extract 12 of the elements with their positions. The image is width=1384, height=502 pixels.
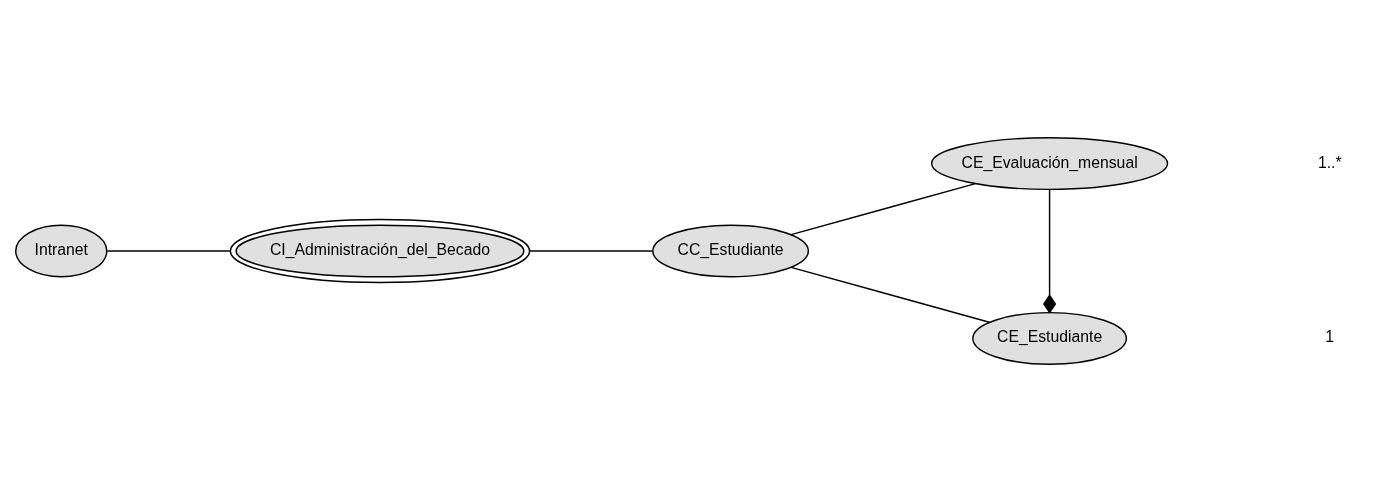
node-ellipse: CC_Estudiante	[652, 224, 810, 278]
connector	[106, 250, 231, 252]
node-ellipse: CE_Estudiante	[972, 311, 1128, 365]
node-ellipse: CE_Evaluación_mensual	[930, 137, 1169, 191]
connector	[1043, 189, 1057, 314]
label: 1	[1325, 328, 1335, 346]
node-ellipse: CI_Administración_del_Becado	[229, 218, 531, 284]
connector	[529, 250, 654, 252]
label: 1..*	[1317, 153, 1342, 171]
connector	[790, 182, 977, 236]
node-ellipse: Intranet	[15, 224, 108, 278]
connector	[790, 266, 991, 323]
